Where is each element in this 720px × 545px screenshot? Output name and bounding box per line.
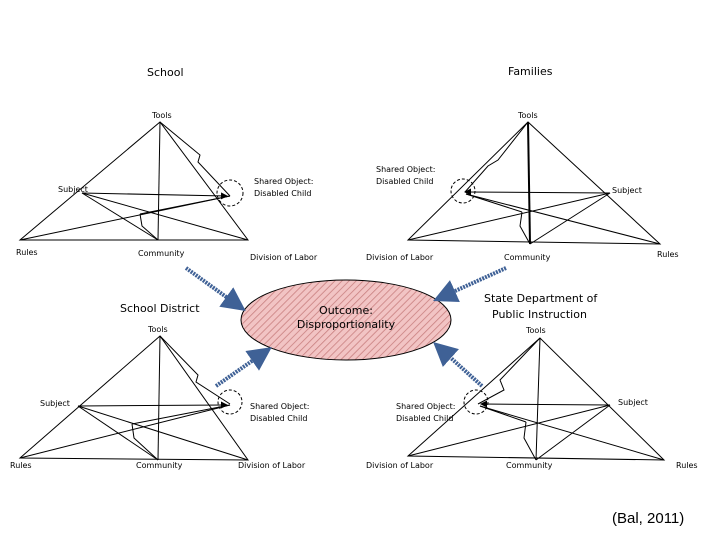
outcome-label-2: Disproportionality: [297, 318, 396, 331]
district-tools-line: [157, 335, 161, 461]
state-object-circle: [463, 389, 489, 415]
school-subject-object-line: [81, 192, 228, 200]
state-system: [406, 337, 666, 461]
school-object-label-2: Disabled Child: [254, 189, 311, 198]
outcome-ellipse: [240, 279, 452, 361]
school-division-label: Division of Labor: [250, 253, 318, 262]
school-tools-object-line: [159, 121, 231, 197]
school-tools-label: Tools: [151, 111, 172, 120]
state-tools-object-line: [477, 337, 541, 405]
school-outer-triangle: [18, 121, 249, 241]
state-rules-label: Rules: [676, 461, 698, 470]
school-subject-division-line: [81, 192, 249, 241]
families-object-label-2: Disabled Child: [376, 177, 433, 186]
families-community-object-line: [519, 211, 531, 245]
state-title-line-2: Public Instruction: [492, 308, 587, 321]
citation: (Bal, 2011): [612, 510, 685, 527]
families-subject-object-line: [464, 188, 611, 196]
state-rules-object-line: [479, 405, 665, 461]
state-object-label-1: Shared Object:: [396, 402, 455, 411]
school-object-circle: [216, 179, 244, 207]
district-title: School District: [120, 302, 200, 315]
school-object-label-1: Shared Object:: [254, 177, 313, 186]
arrow-district-to-outcome: [214, 347, 272, 388]
school-title: School: [147, 66, 184, 79]
arrow-school-to-outcome: [184, 266, 246, 312]
district-rules-label: Rules: [10, 461, 32, 470]
state-object-label-2: Disabled Child: [396, 414, 453, 423]
school-tools-line: [157, 121, 161, 241]
families-outer-triangle: [406, 121, 662, 245]
families-rules-label: Rules: [657, 250, 679, 259]
district-tools-label: Tools: [147, 325, 168, 334]
families-tools-label: Tools: [517, 111, 538, 120]
district-community-object-line: [131, 423, 159, 461]
district-object-label-2: Disabled Child: [250, 414, 307, 423]
families-tools-object-line: [464, 121, 529, 193]
district-system: [18, 335, 249, 461]
school-rules-label: Rules: [16, 248, 38, 257]
school-community-object-line: [139, 213, 159, 241]
arrow-state-to-outcome: [433, 341, 484, 388]
families-community-label: Community: [504, 253, 551, 262]
district-rules-object-line: [19, 404, 231, 459]
state-community-object-line: [523, 421, 537, 461]
district-object-label-1: Shared Object:: [250, 402, 309, 411]
families-subject-label: Subject: [612, 186, 642, 195]
district-tools-object-line: [159, 335, 231, 405]
state-subject-community-line: [535, 404, 611, 461]
state-subject-label: Subject: [618, 398, 648, 407]
district-community-label: Community: [136, 461, 183, 470]
school-community-label: Community: [138, 249, 185, 258]
state-subject-object-line: [480, 400, 611, 408]
families-subject-division-line: [407, 192, 611, 241]
families-object-label-1: Shared Object:: [376, 165, 435, 174]
families-subject-community-line: [529, 192, 611, 245]
district-subject-object-line: [77, 401, 228, 409]
families-title: Families: [508, 65, 553, 78]
school-system: [18, 121, 249, 241]
school-subject-label: Subject: [58, 185, 88, 194]
district-subject-label: Subject: [40, 399, 70, 408]
arrow-families-to-outcome: [433, 266, 507, 302]
district-division-label: Division of Labor: [238, 461, 306, 470]
state-division-label: Division of Labor: [366, 461, 434, 470]
families-object-circle: [450, 178, 476, 204]
district-subject-division-line: [77, 405, 249, 461]
state-tools-line: [535, 337, 541, 461]
families-system: [406, 121, 662, 245]
state-subject-division-line: [407, 404, 611, 457]
state-community-label: Community: [506, 461, 553, 470]
outcome-label-1: Outcome:: [319, 304, 373, 317]
district-outer-triangle: [18, 335, 249, 461]
district-object-circle: [217, 389, 243, 415]
school-subject-community-line: [81, 192, 159, 241]
families-division-label: Division of Labor: [366, 253, 434, 262]
families-rules-object-line: [465, 193, 661, 245]
state-tools-label: Tools: [525, 326, 546, 335]
state-title-line-1: State Department of: [484, 292, 598, 305]
families-tools-line: [527, 121, 531, 245]
